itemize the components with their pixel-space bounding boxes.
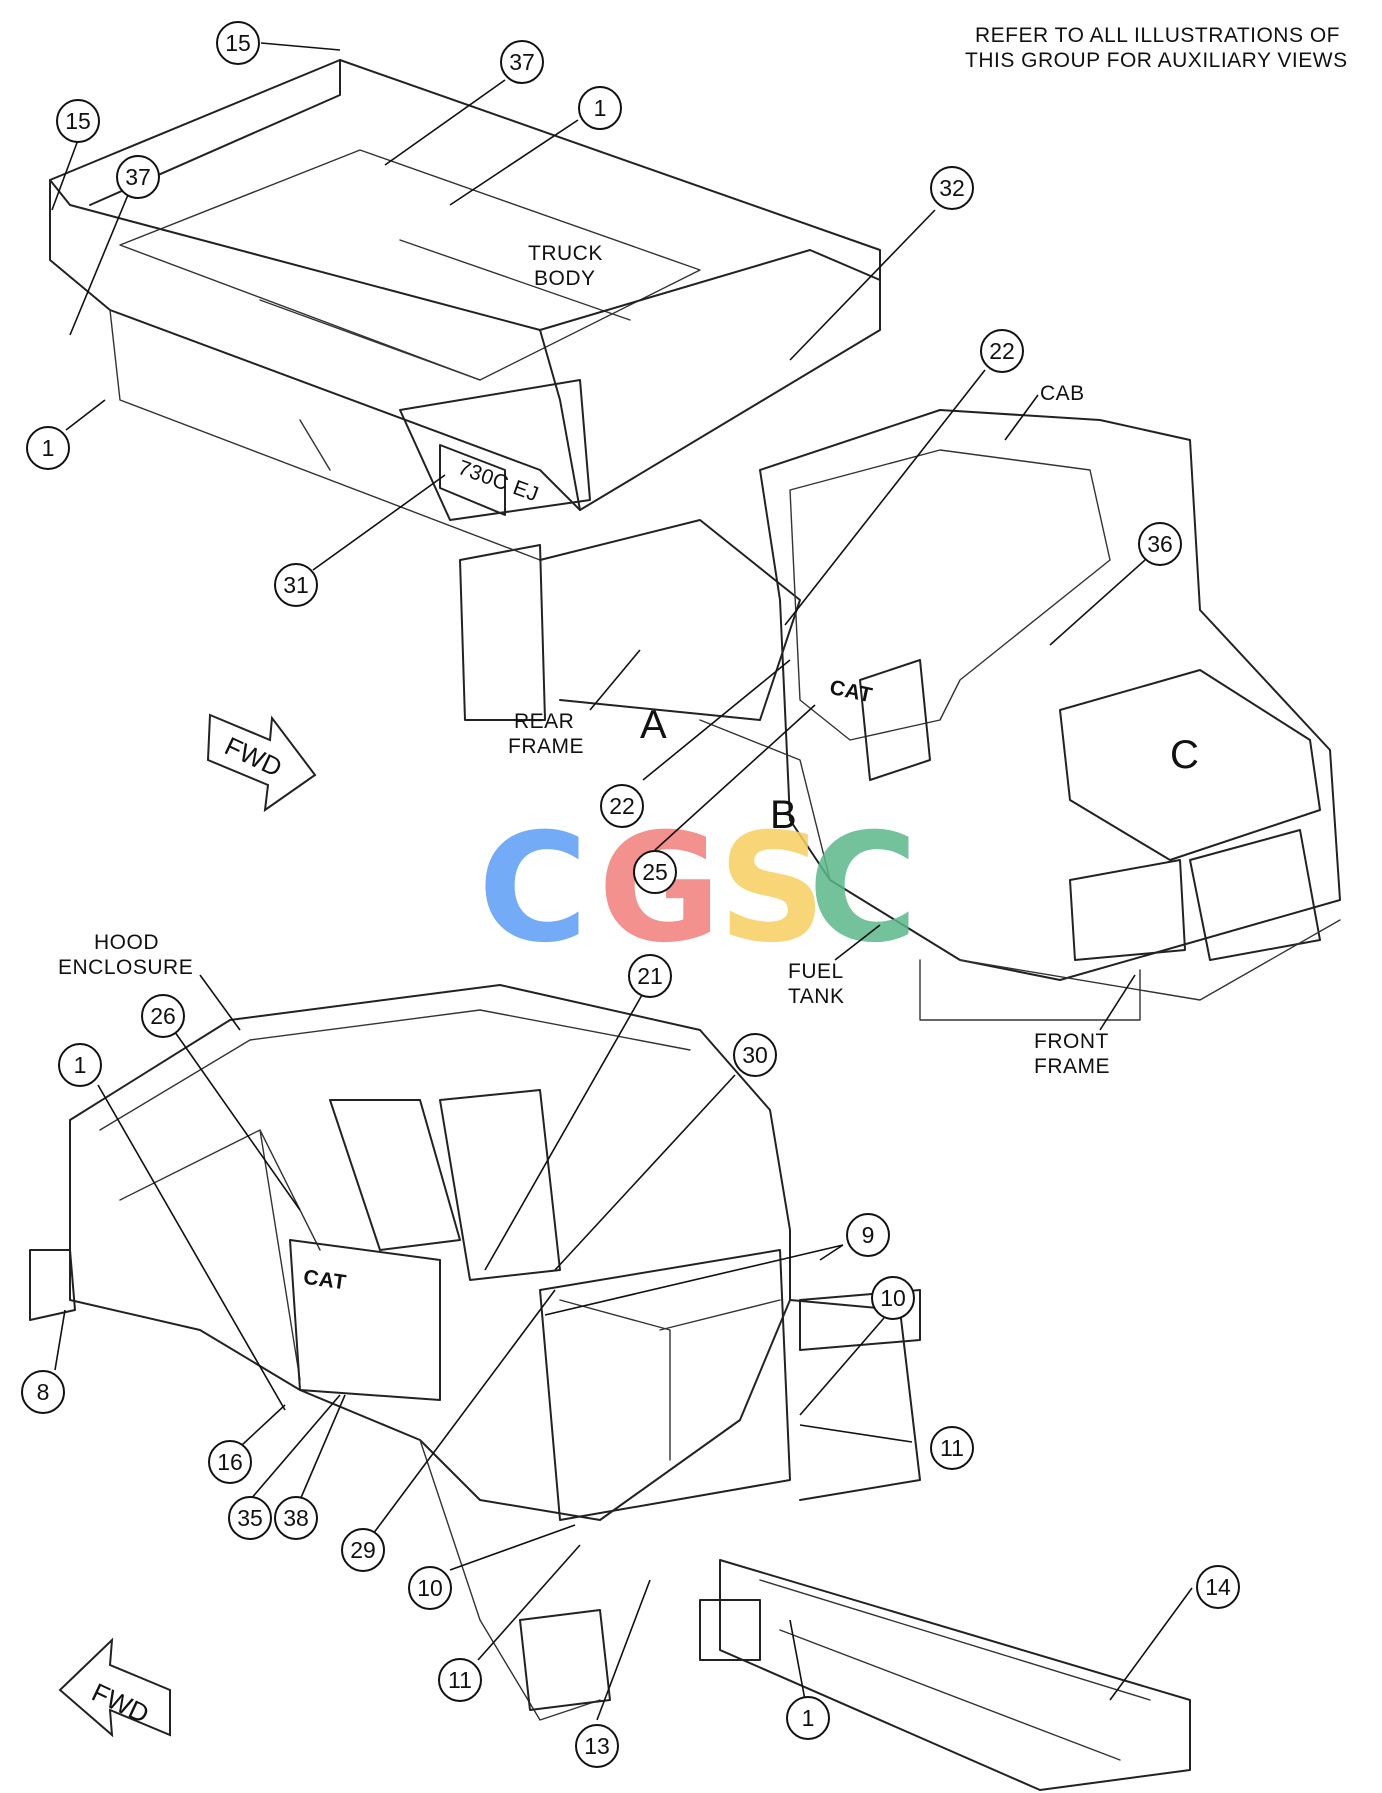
callout-16: 16: [208, 1440, 252, 1484]
label-cab-line-1: CAB: [1040, 382, 1085, 405]
callout-1c: 1: [58, 1043, 102, 1087]
callout-31: 31: [274, 563, 318, 607]
callout-31-text: 31: [283, 572, 309, 598]
watermark-letter-c2: C: [808, 802, 918, 976]
callout-9-text: 9: [862, 1222, 875, 1248]
hood-brand-logo: CAT: [302, 1266, 348, 1295]
callout-1b: 1: [26, 426, 70, 470]
callout-21-text: 21: [637, 963, 663, 989]
hood-brand-text: CAT: [302, 1266, 348, 1295]
callout-36: 36: [1138, 522, 1182, 566]
callout-15b: 15: [56, 99, 100, 143]
label-truck-body: TRUCK BODY: [528, 242, 603, 290]
callout-30: 30: [733, 1033, 777, 1077]
callout-10b: 10: [408, 1566, 452, 1610]
callout-10a-text: 10: [880, 1285, 906, 1311]
callout-10a: 10: [871, 1276, 915, 1320]
callout-38-text: 38: [283, 1505, 309, 1531]
callout-32-text: 32: [939, 175, 965, 201]
label-front-frame-line-1: FRONT: [1034, 1030, 1109, 1053]
model-plate: 730C EJ: [439, 444, 542, 516]
callout-37a-text: 37: [509, 49, 535, 75]
callout-32: 32: [930, 166, 974, 210]
callout-8-text: 8: [37, 1379, 50, 1405]
callout-1d: 1: [786, 1696, 830, 1740]
view-letter-b: B: [770, 793, 797, 837]
callout-22b-text: 22: [609, 793, 635, 819]
watermark-letter-c1: C: [478, 802, 588, 976]
callout-26-text: 26: [150, 1003, 176, 1029]
label-fuel-tank-line-2: TANK: [788, 985, 844, 1008]
callout-14: 14: [1196, 1565, 1240, 1609]
callout-8: 8: [21, 1370, 65, 1414]
label-fuel-tank: FUEL TANK: [788, 924, 881, 1008]
callout-35: 35: [228, 1496, 272, 1540]
auxiliary-views-note: REFER TO ALL ILLUSTRATIONS OF THIS GROUP…: [965, 24, 1348, 72]
label-rear-frame-line-2: FRAME: [508, 735, 584, 758]
callout-26: 26: [141, 994, 185, 1038]
label-truck-body-line-2: BODY: [534, 267, 596, 290]
callout-11a: 11: [930, 1426, 974, 1470]
callout-1a-text: 1: [594, 95, 607, 121]
callout-15b-text: 15: [65, 108, 91, 134]
callout-1b-text: 1: [42, 435, 55, 461]
callout-29: 29: [341, 1528, 385, 1572]
view-letter-c: C: [1170, 733, 1199, 777]
truck-body-illustration: [49, 59, 881, 721]
callout-10b-text: 10: [417, 1575, 443, 1601]
callout-29-text: 29: [350, 1537, 376, 1563]
callout-13-text: 13: [584, 1733, 610, 1759]
callout-25-text: 25: [642, 859, 668, 885]
label-fuel-tank-line-1: FUEL: [788, 960, 844, 983]
callout-leaders: [51, 42, 1193, 1721]
cab-brand-text: CAT: [828, 676, 875, 707]
callout-11b: 11: [438, 1658, 482, 1702]
callout-22a-text: 22: [989, 338, 1015, 364]
callout-37b: 37: [116, 155, 160, 199]
cab-illustration: [699, 409, 1341, 1021]
callout-14-text: 14: [1205, 1574, 1231, 1600]
label-hood-enclosure: HOOD ENCLOSURE: [58, 931, 241, 1031]
callout-38: 38: [274, 1496, 318, 1540]
callout-9: 9: [846, 1213, 890, 1257]
label-cab: CAB: [1004, 382, 1085, 441]
label-rear-frame: REAR FRAME: [508, 649, 641, 758]
note-line-1: REFER TO ALL ILLUSTRATIONS OF: [975, 24, 1340, 47]
callout-25: 25: [633, 850, 677, 894]
cgsc-watermark: C G S C: [478, 802, 918, 976]
callout-22a: 22: [980, 329, 1024, 373]
label-hood-enclosure-line-1: HOOD: [94, 931, 159, 954]
callout-1d-text: 1: [802, 1705, 815, 1731]
callout-11b-text: 11: [448, 1667, 472, 1693]
callout-13: 13: [575, 1724, 619, 1768]
callout-36-text: 36: [1147, 531, 1173, 557]
callout-16-text: 16: [217, 1449, 243, 1475]
label-front-frame-line-2: FRAME: [1034, 1055, 1110, 1078]
callout-1a: 1: [578, 86, 622, 130]
callout-15a: 15: [216, 21, 260, 65]
callout-1c-text: 1: [74, 1052, 87, 1078]
callout-11a-text: 11: [940, 1435, 964, 1461]
watermark-letter-s: S: [718, 802, 826, 976]
callout-35-text: 35: [237, 1505, 263, 1531]
label-truck-body-line-1: TRUCK: [528, 242, 603, 265]
callout-15a-text: 15: [225, 30, 251, 56]
callout-22b: 22: [600, 784, 644, 828]
fwd-arrow-top: FWD: [206, 713, 317, 813]
callout-37a: 37: [500, 40, 544, 84]
hood-enclosure-illustration: [29, 984, 1191, 1791]
label-hood-enclosure-line-2: ENCLOSURE: [58, 956, 193, 979]
fwd-arrow-bottom: FWD: [58, 1637, 171, 1738]
view-letter-a: A: [640, 703, 667, 747]
label-front-frame: FRONT FRAME: [1034, 974, 1136, 1078]
note-line-2: THIS GROUP FOR AUXILIARY VIEWS: [965, 49, 1348, 72]
callout-21: 21: [628, 954, 672, 998]
label-rear-frame-line-1: REAR: [514, 710, 574, 733]
cab-brand-logo: CAT: [828, 676, 875, 707]
callout-30-text: 30: [742, 1042, 768, 1068]
callout-37b-text: 37: [125, 164, 151, 190]
